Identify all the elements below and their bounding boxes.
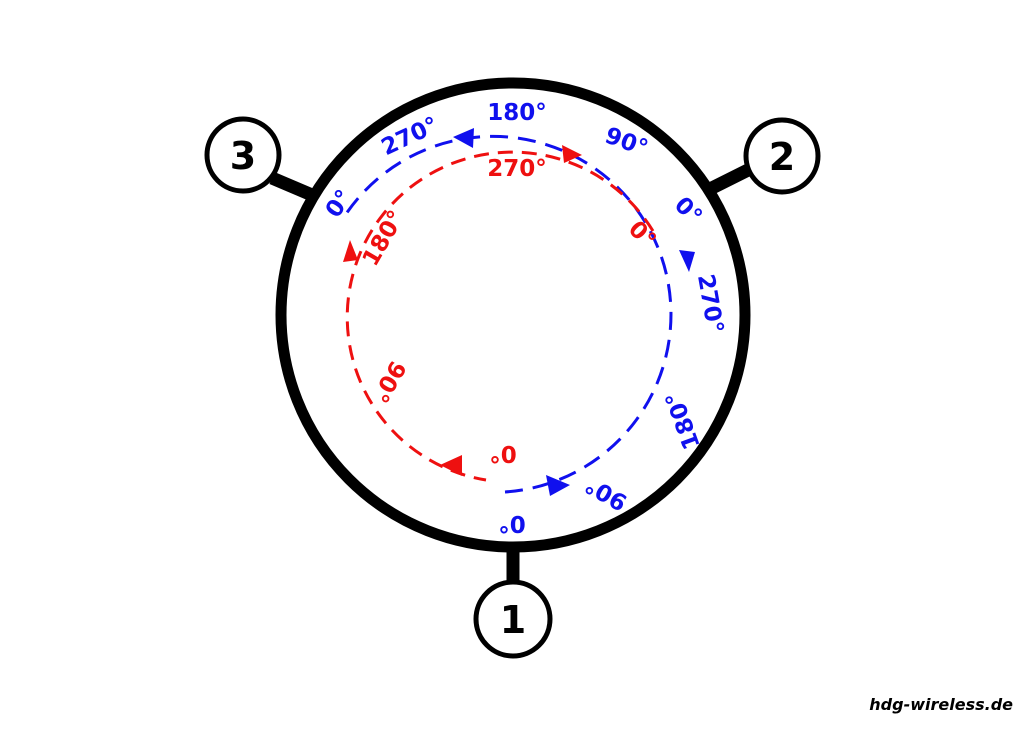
blue-label-180-right: 180° — [661, 388, 706, 453]
circulator-ring — [275, 77, 751, 553]
red-arrow-bottom — [440, 455, 462, 476]
blue-arrow-right — [679, 250, 695, 272]
blue-label-0-right: 0° — [669, 192, 707, 230]
credit-text: hdg-wireless.de — [869, 695, 1013, 714]
port-3-circle — [204, 116, 282, 194]
red-label-270-top: 270° — [487, 156, 547, 182]
port-2-circle — [743, 117, 821, 195]
port-3-number: 3 — [230, 134, 256, 178]
port-2: 2 — [743, 117, 821, 195]
blue-label-180-top: 180° — [487, 100, 547, 126]
port-2-number: 2 — [769, 135, 795, 179]
port-3: 3 — [204, 116, 282, 194]
blue-label-90-bottom: 90° — [581, 471, 632, 515]
port-1-circle — [473, 579, 553, 659]
red-label-90-left: 90° — [366, 356, 410, 407]
port-3-stub — [269, 172, 315, 201]
red-label-0-right: 0° — [623, 216, 661, 254]
port-2-stub — [705, 162, 755, 196]
red-arrow-left — [343, 240, 358, 262]
red-label-0-bottom: 0° — [489, 440, 517, 466]
port-1-number: 1 — [500, 598, 526, 642]
port-1: 1 — [473, 579, 553, 659]
blue-arrow-top — [453, 128, 474, 148]
red-phase-path — [345, 150, 655, 482]
blue-label-0-left: 0° — [321, 185, 358, 222]
blue-arrow-bottom — [546, 475, 570, 496]
blue-label-0-bottom: 0° — [498, 510, 526, 536]
blue-label-270-right: 270° — [692, 272, 728, 335]
red-arrow-top — [562, 145, 582, 163]
blue-phase-path — [344, 134, 673, 494]
